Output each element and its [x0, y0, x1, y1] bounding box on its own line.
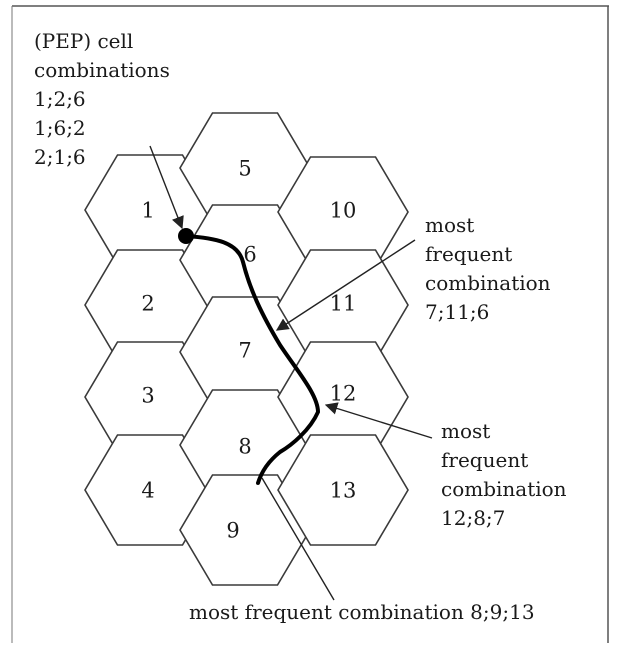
pep-line-1: (PEP) cell	[34, 29, 133, 53]
combo-b-line-2: frequent	[441, 448, 528, 472]
hex-cell-label-13: 13	[330, 479, 357, 503]
pep-line-3: 1;2;6	[34, 87, 86, 111]
hex-cell-label-9: 9	[226, 519, 239, 543]
hex-cell-label-2: 2	[141, 292, 154, 316]
combo-c-line-1: most frequent combination 8;9;13	[189, 600, 535, 624]
combo-b-line-1: most	[441, 419, 490, 443]
pep-line-2: combinations	[34, 58, 170, 82]
hex-cell-13	[277, 434, 409, 546]
path-start-point	[178, 228, 194, 244]
hex-cells	[84, 112, 409, 586]
combo-c-leader	[261, 477, 335, 601]
combo-a-line-1: most	[425, 213, 474, 237]
combo-b-line-3: combination	[441, 477, 567, 501]
combo-a-annotation: most frequent combination 7;11;6	[425, 213, 557, 324]
hex-cell-label-11: 11	[330, 292, 357, 316]
pep-line-5: 2;1;6	[34, 145, 86, 169]
combo-b-line-4: 12;8;7	[441, 506, 505, 530]
pep-arrow	[149, 145, 184, 230]
combo-a-arrow	[275, 239, 416, 331]
pep-annotation: (PEP) cell combinations 1;2;6 1;6;2 2;1;…	[34, 29, 176, 169]
mobile-trajectory-path	[184, 234, 320, 485]
combo-a-line-2: frequent	[425, 242, 512, 266]
hex-cell-label-10: 10	[330, 199, 357, 223]
hex-cell-label-1: 1	[141, 199, 154, 223]
combo-a-line-4: 7;11;6	[425, 300, 489, 324]
pep-line-4: 1;6;2	[34, 116, 86, 140]
combo-c-annotation: most frequent combination 8;9;13	[189, 600, 535, 624]
combo-a-line-3: combination	[425, 271, 551, 295]
combo-b-annotation: most frequent combination 12;8;7	[441, 419, 573, 530]
hex-cell-label-6: 6	[243, 243, 256, 267]
hex-cell-label-8: 8	[238, 435, 251, 459]
hex-cell-label-3: 3	[141, 384, 154, 408]
hex-cell-label-7: 7	[238, 339, 251, 363]
hex-cell-label-12: 12	[330, 382, 357, 406]
hex-cell-label-5: 5	[238, 157, 251, 181]
combo-b-arrow	[324, 402, 433, 439]
hex-cell-label-4: 4	[141, 479, 154, 503]
